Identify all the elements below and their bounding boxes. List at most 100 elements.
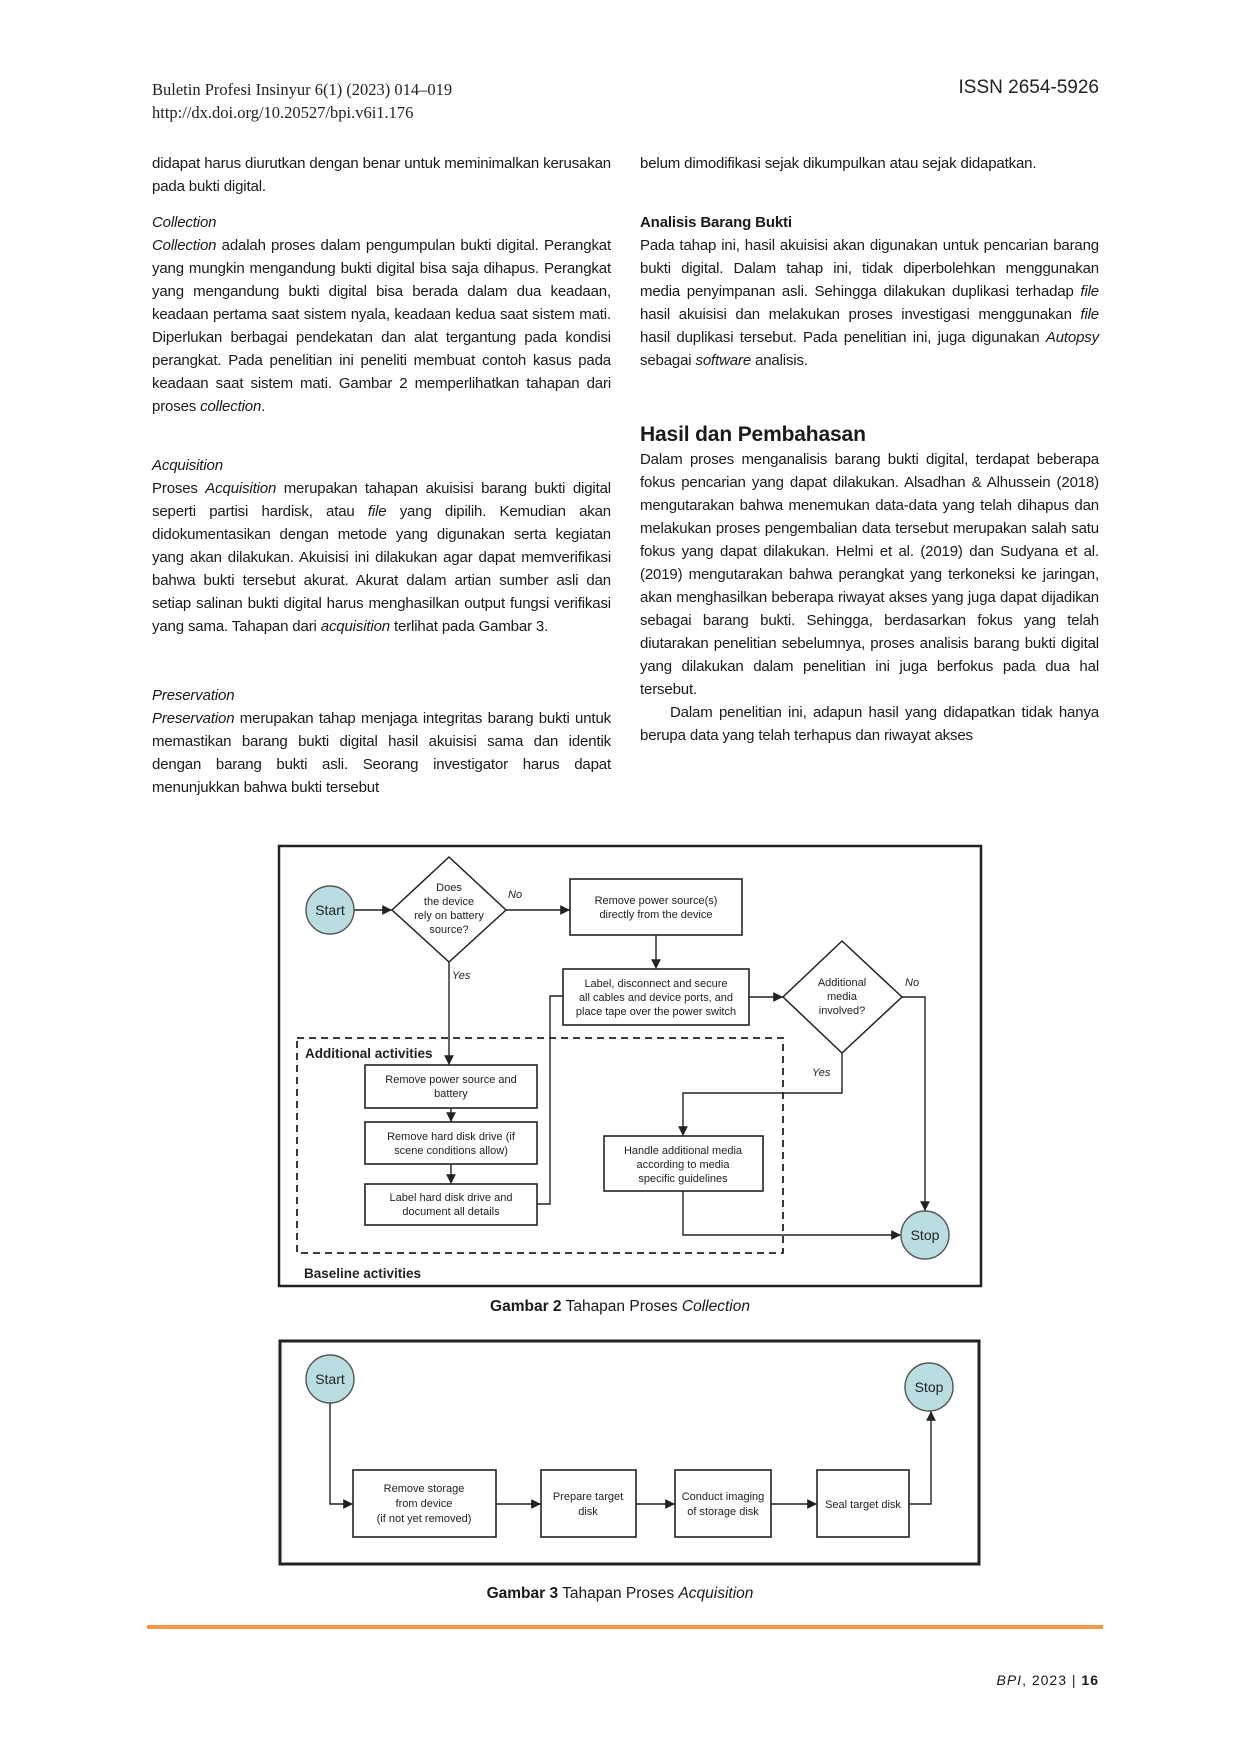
subheading-collection: Collection xyxy=(152,214,217,231)
page-number: 16 xyxy=(1081,1672,1099,1688)
svg-text:Label hard disk drive and: Label hard disk drive and xyxy=(390,1192,513,1204)
box-label-hdd: Label hard disk drive and document all d… xyxy=(364,1183,538,1226)
label-no: No xyxy=(508,889,522,901)
svg-text:source?: source? xyxy=(429,924,468,936)
journal-citation: Buletin Profesi Insinyur 6(1) (2023) 014… xyxy=(152,80,453,99)
text-run: hasil duplikasi tersebut. Pada penelitia… xyxy=(640,329,1046,346)
text-run: Dalam proses menganalisis barang bukti d… xyxy=(640,451,1099,698)
text-run: Autopsy xyxy=(1045,329,1099,346)
paragraph: Collection adalah proses dalam pengumpul… xyxy=(152,234,611,418)
svg-text:Stop: Stop xyxy=(915,1379,944,1395)
text-run: Preservation xyxy=(152,710,235,727)
issn: ISSN 2654-5926 xyxy=(958,77,1100,98)
text-run: terlihat pada Gambar 3. xyxy=(389,618,549,635)
svg-text:Does: Does xyxy=(436,882,462,894)
preservation-section: Preservation Preservation merupakan taha… xyxy=(152,684,611,799)
caption-text: Tahapan Proses xyxy=(558,1585,679,1602)
svg-text:Remove storage: Remove storage xyxy=(384,1483,465,1495)
text-run: merupakan tahapan akuisisi barang bukti … xyxy=(152,480,611,520)
text-run: adalah proses dalam pengumpulan bukti di… xyxy=(152,237,611,415)
acquisition-section: Acquisition Proses Acquisition merupakan… xyxy=(152,454,611,638)
caption-italic: Acquisition xyxy=(678,1585,754,1602)
caption-text: Tahapan Proses xyxy=(561,1298,682,1315)
svg-text:Seal target disk: Seal target disk xyxy=(825,1499,901,1511)
box-remove-power: Remove power source(s) directly from the… xyxy=(569,878,743,936)
text-run: Collection xyxy=(152,237,217,254)
text-run: file xyxy=(1080,283,1099,300)
decision-additional-media: Additional media involved? xyxy=(781,939,904,1055)
additional-activities-label: Additional activities xyxy=(305,1046,433,1061)
text-run: merupakan tahap menjaga integritas baran… xyxy=(152,710,611,796)
label-no: No xyxy=(905,977,919,989)
svg-text:all cables and device ports, a: all cables and device ports, and xyxy=(579,992,733,1004)
label-yes: Yes xyxy=(812,1067,831,1079)
text-run: Dalam penelitian ini, adapun hasil yang … xyxy=(640,704,1099,744)
text-run: . xyxy=(261,398,266,415)
box-conduct-imaging: Conduct imaging of storage disk xyxy=(674,1469,772,1538)
results-section: Hasil dan Pembahasan Dalam proses mengan… xyxy=(640,422,1099,747)
start-node: Start xyxy=(305,1354,355,1404)
text-run: file xyxy=(367,503,387,520)
svg-text:Conduct imaging: Conduct imaging xyxy=(682,1491,765,1503)
svg-text:Start: Start xyxy=(315,1371,345,1387)
box-remove-hdd: Remove hard disk drive (if scene conditi… xyxy=(364,1121,538,1165)
text-run: hasil akuisisi dan melakukan proses inve… xyxy=(640,306,1081,323)
paragraph: belum dimodifikasi sejak dikumpulkan ata… xyxy=(640,152,1099,175)
stop-node: Stop xyxy=(904,1362,954,1412)
text-run: collection xyxy=(200,398,262,415)
figure-frame xyxy=(278,1339,981,1566)
svg-text:(if not yet removed): (if not yet removed) xyxy=(377,1513,472,1525)
svg-text:Handle additional media: Handle additional media xyxy=(624,1145,743,1157)
footer-year: , 2023 xyxy=(1022,1672,1067,1688)
svg-text:Start: Start xyxy=(315,902,345,918)
analisis-section: Analisis Barang Bukti Pada tahap ini, ha… xyxy=(640,211,1099,372)
svg-text:directly from the device: directly from the device xyxy=(599,909,712,921)
collection-section: Collection Collection adalah proses dala… xyxy=(152,211,611,418)
svg-text:specific guidelines: specific guidelines xyxy=(638,1173,728,1185)
box-seal-disk: Seal target disk xyxy=(816,1469,910,1538)
paragraph: Preservation merupakan tahap menjaga int… xyxy=(152,707,611,799)
paragraph: Proses Acquisition merupakan tahapan aku… xyxy=(152,477,611,638)
additional-activities-region xyxy=(296,1037,784,1254)
box-handle-media: Handle additional media according to med… xyxy=(603,1135,764,1192)
running-header: Buletin Profesi Insinyur 6(1) (2023) 014… xyxy=(152,78,452,124)
text-run: acquisition xyxy=(320,618,390,635)
doi-link[interactable]: http://dx.doi.org/10.20527/bpi.v6i1.176 xyxy=(152,103,414,122)
text-run: didapat harus diurutkan dengan benar unt… xyxy=(152,155,611,195)
subheading-acquisition: Acquisition xyxy=(152,457,223,474)
footer-journal: BPI xyxy=(996,1672,1023,1688)
svg-text:of storage disk: of storage disk xyxy=(687,1506,759,1518)
svg-text:rely on battery: rely on battery xyxy=(414,910,484,922)
label-yes: Yes xyxy=(452,970,471,982)
left-column: didapat harus diurutkan dengan benar unt… xyxy=(152,152,611,198)
caption-italic: Collection xyxy=(681,1298,750,1315)
svg-text:Remove power source and: Remove power source and xyxy=(385,1074,516,1086)
svg-text:from device: from device xyxy=(396,1498,453,1510)
subheading-preservation: Preservation xyxy=(152,687,235,704)
decision-battery: Does the device rely on battery source? xyxy=(390,855,508,964)
paragraph: didapat harus diurutkan dengan benar unt… xyxy=(152,152,611,198)
svg-text:Additional: Additional xyxy=(818,977,866,989)
text-run: yang dipilih. Kemudian akan didokumentas… xyxy=(152,503,611,635)
svg-text:disk: disk xyxy=(578,1506,598,1518)
text-run: belum dimodifikasi sejak dikumpulkan ata… xyxy=(640,155,1037,172)
svg-text:involved?: involved? xyxy=(819,1005,865,1017)
svg-text:Remove hard disk drive (if: Remove hard disk drive (if xyxy=(387,1131,516,1143)
page-footer: BPI, 2023 | 16 xyxy=(996,1672,1099,1688)
text-run: sebagai xyxy=(640,352,696,369)
svg-text:Label, disconnect and secure: Label, disconnect and secure xyxy=(584,978,727,990)
footer-separator: | xyxy=(1067,1672,1082,1688)
svg-text:media: media xyxy=(827,991,858,1003)
start-node: Start xyxy=(305,885,355,935)
paragraph: Dalam proses menganalisis barang bukti d… xyxy=(640,448,1099,701)
caption-label: Gambar 3 xyxy=(486,1585,559,1602)
paragraph: Dalam penelitian ini, adapun hasil yang … xyxy=(640,701,1099,747)
footer-rule xyxy=(147,1625,1103,1629)
baseline-activities-label: Baseline activities xyxy=(304,1266,421,1281)
svg-text:Remove power source(s): Remove power source(s) xyxy=(595,895,718,907)
svg-text:Prepare target: Prepare target xyxy=(553,1491,623,1503)
text-run: software xyxy=(695,352,752,369)
